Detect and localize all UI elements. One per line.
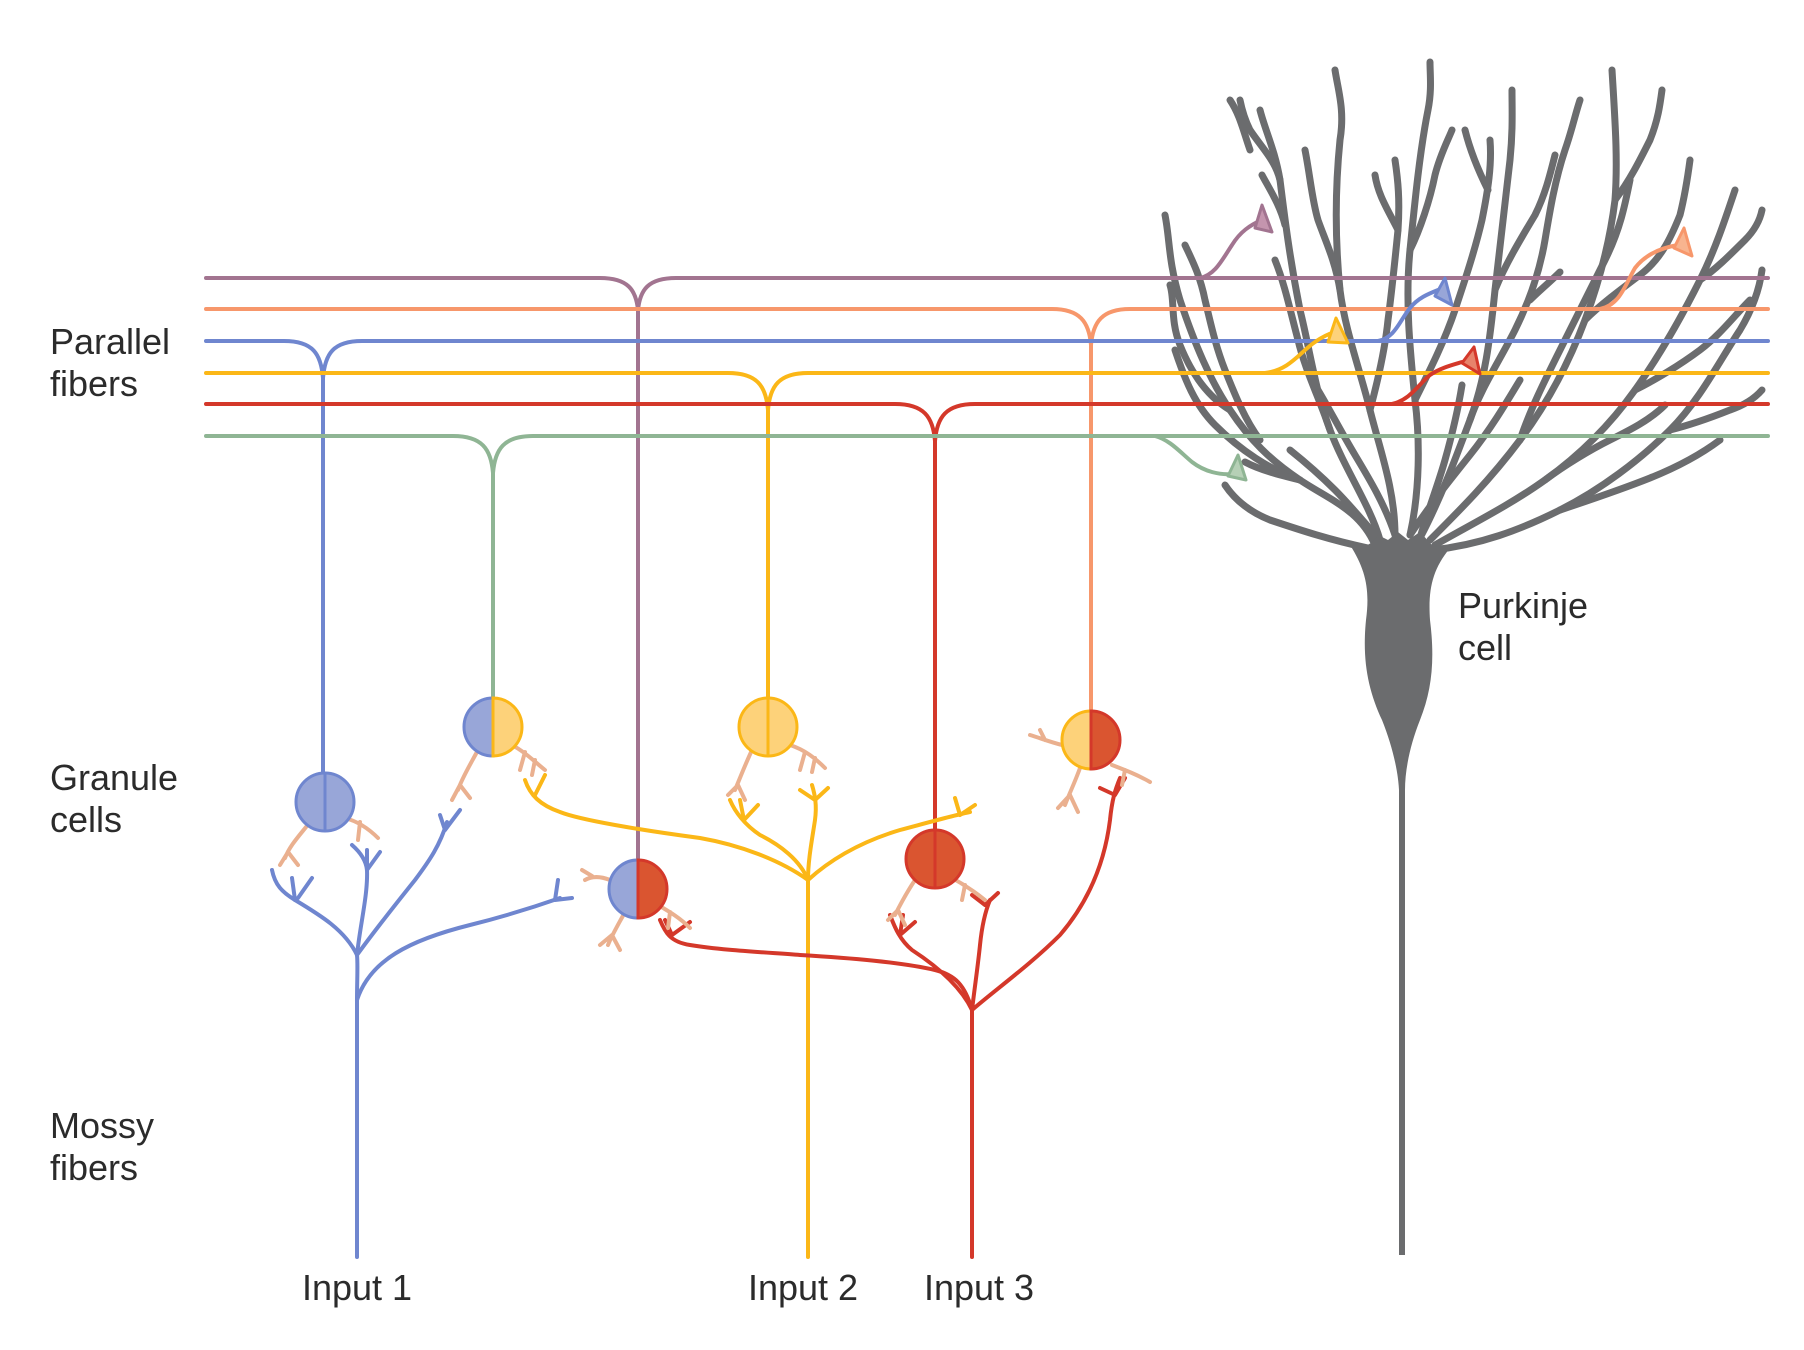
synapse-blue [1376,276,1454,343]
parallel-fiber-red [204,402,1770,832]
label-mossy-fibers-line1: Mossy [50,1105,154,1146]
granule-cell-blue [294,771,356,833]
label-mossy-fibers-line2: fibers [50,1147,138,1188]
label-input-2: Input 2 [748,1267,858,1308]
mossy-fiber-input-2 [523,773,977,1259]
labels: Parallel fibers Granule cells Mossy fibe… [50,321,1588,1308]
granule-dendrites [278,728,1152,952]
parallel-fiber-purple [204,276,1770,860]
granule-cell-yellow-red [1060,709,1122,771]
granule-cell-blue-yellow [462,696,524,758]
granule-cells [294,696,1122,920]
parallel-fiber-green [204,434,1770,700]
mossy-fiber-input-3 [658,776,1127,1259]
label-granule-cells-line1: Granule [50,757,178,798]
synapse-green [1153,434,1248,482]
parallel-fiber-synapses [1153,203,1694,482]
label-purkinje-cell-line2: cell [1458,627,1512,668]
label-parallel-fibers-line1: Parallel [50,321,170,362]
granule-cell-yellow [737,696,799,758]
label-purkinje-cell-line1: Purkinje [1458,585,1588,626]
parallel-fiber-yellow [204,371,1770,700]
granule-cell-blue-red [607,858,669,920]
label-input-3: Input 3 [924,1267,1034,1308]
label-parallel-fibers-line2: fibers [50,363,138,404]
synapse-orange [1598,226,1694,311]
granule-cell-red [904,828,966,890]
mossy-fibers [270,773,1127,1259]
synapse-purple [1198,203,1274,280]
parallel-fiber-blue [204,339,1770,774]
mossy-fiber-input-1 [270,808,574,1259]
synapse-red [1390,345,1482,406]
parallel-fiber-orange [204,307,1770,713]
label-input-1: Input 1 [302,1267,412,1308]
purkinje-soma [1350,532,1450,1255]
purkinje-dendrites [1161,58,1766,554]
parallel-fibers [204,276,1770,860]
label-granule-cells-line2: cells [50,799,122,840]
synapse-yellow [1263,316,1350,375]
